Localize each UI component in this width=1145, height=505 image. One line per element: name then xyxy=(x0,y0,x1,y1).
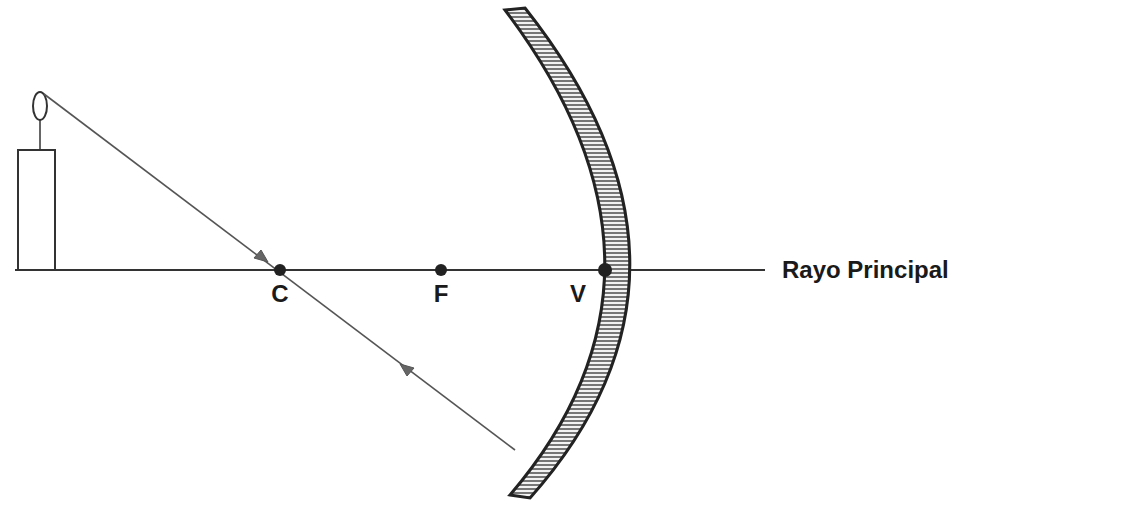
principal-axis xyxy=(15,269,765,271)
concave-mirror xyxy=(505,8,630,498)
axis-label: Rayo Principal xyxy=(782,258,949,282)
candle-body xyxy=(18,150,55,270)
center-point xyxy=(274,264,286,276)
vertex-point xyxy=(598,263,612,277)
light-ray xyxy=(44,94,515,450)
focus-point xyxy=(435,264,447,276)
candle-flame xyxy=(33,92,47,120)
candle-wick xyxy=(39,120,41,150)
point-label: V xyxy=(570,282,586,306)
ray-arrow xyxy=(400,364,414,376)
ray-arrow xyxy=(254,250,268,262)
point-label: F xyxy=(434,282,449,306)
point-label: C xyxy=(271,282,288,306)
